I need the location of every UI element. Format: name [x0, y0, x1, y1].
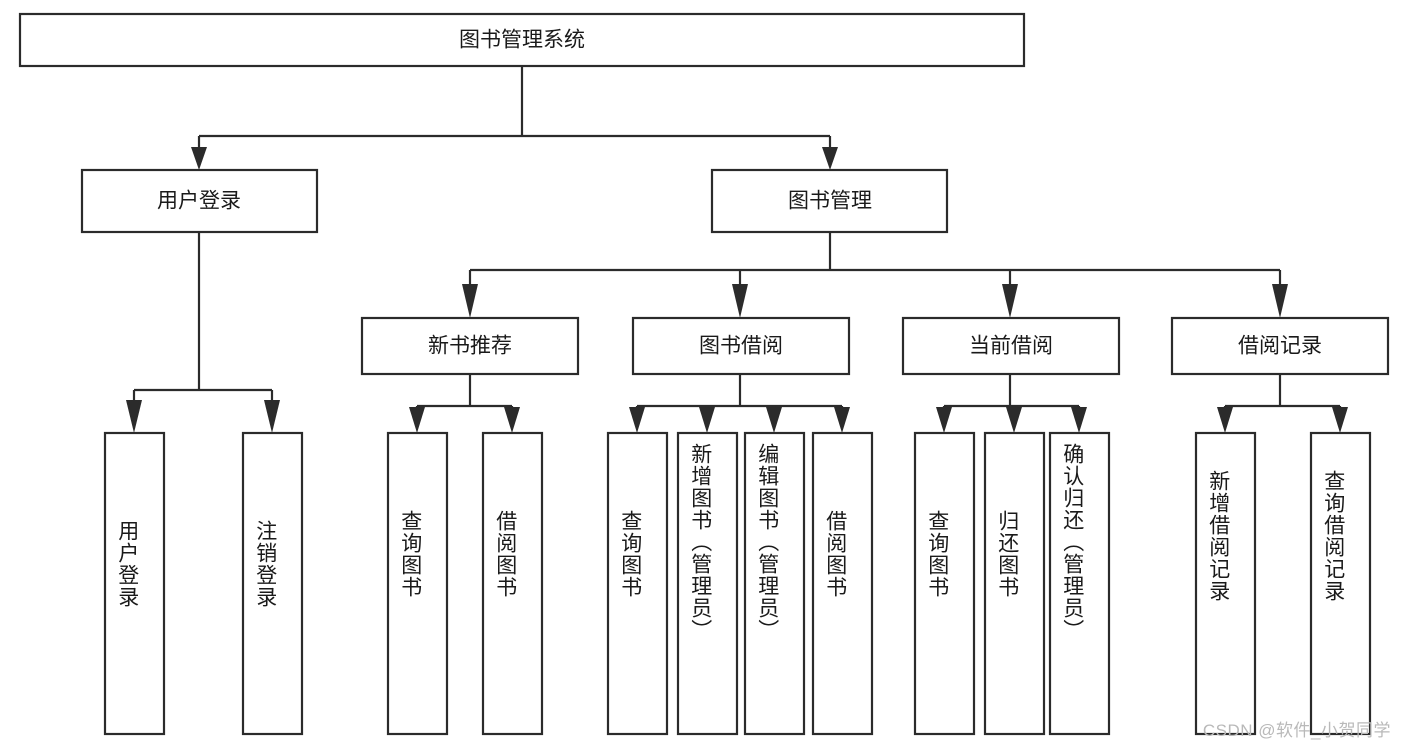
- leaf-rect-new-book-1[interactable]: [386, 431, 449, 736]
- node-book-management-rect[interactable]: [710, 168, 949, 234]
- leaf-rect-current-borrow-2[interactable]: [983, 431, 1046, 736]
- arrow-head-ul-leaf-1: [126, 400, 142, 433]
- arrow-head-br-leaf-2: [1332, 407, 1348, 433]
- arrow-head-bb-leaf-1: [629, 407, 645, 433]
- node-user-login-label: 用户登录: [157, 190, 241, 213]
- node-user-login[interactable]: 用户登录: [80, 168, 319, 234]
- node-new-book-recommend-rect[interactable]: [360, 316, 580, 376]
- leaf-rect-user-login-1[interactable]: [103, 431, 166, 736]
- leaf-rect-book-borrow-4[interactable]: [811, 431, 874, 736]
- node-borrow-record-label: 借阅记录: [1238, 335, 1322, 358]
- connector-group-book-mgmt: [462, 232, 1288, 318]
- leaf-rect-book-borrow-1[interactable]: [606, 431, 669, 736]
- leaf-rect-borrow-record-1[interactable]: [1194, 431, 1257, 736]
- node-book-borrow-label: 图书借阅: [699, 335, 783, 358]
- node-current-borrow[interactable]: 当前借阅: [901, 316, 1121, 376]
- watermark-text: CSDN @软件_小贺同学: [1202, 721, 1391, 740]
- connector-group-borrow-record: [1217, 374, 1348, 433]
- arrow-head-book-borrow: [732, 284, 748, 318]
- node-book-management-label: 图书管理: [788, 190, 872, 213]
- connector-group-user-login: [126, 232, 280, 433]
- leaf-rect-user-login-2[interactable]: [241, 431, 304, 736]
- arrow-head-borrow-record: [1272, 284, 1288, 318]
- leaf-rect-borrow-record-2[interactable]: [1309, 431, 1372, 736]
- arrow-head-bb-leaf-3: [766, 407, 782, 433]
- node-new-book-recommend-label: 新书推荐: [428, 335, 512, 358]
- node-book-borrow-rect[interactable]: [631, 316, 851, 376]
- node-root-rect[interactable]: [18, 12, 1026, 68]
- leaf-rect-book-borrow-2[interactable]: [676, 431, 739, 736]
- connector-group-current-borrow: [936, 374, 1087, 433]
- arrow-head-cb-leaf-2: [1006, 407, 1022, 433]
- arrow-head-ul-leaf-2: [264, 400, 280, 433]
- node-current-borrow-label: 当前借阅: [969, 335, 1053, 358]
- arrow-head-current-borrow: [1002, 284, 1018, 318]
- leaf-rect-current-borrow-3[interactable]: [1048, 431, 1111, 736]
- arrow-head-new-book: [462, 284, 478, 318]
- node-borrow-record[interactable]: 借阅记录: [1170, 316, 1390, 376]
- node-root[interactable]: 图书管理系统: [18, 12, 1026, 68]
- leaf-rect-new-book-2[interactable]: [481, 431, 544, 736]
- arrow-head-bb-leaf-2: [699, 407, 715, 433]
- arrow-head-nb-leaf-1: [409, 407, 425, 433]
- node-root-label: 图书管理系统: [459, 29, 585, 52]
- connector-group-new-book: [409, 374, 520, 433]
- leaf-rect-current-borrow-1[interactable]: [913, 431, 976, 736]
- node-book-management[interactable]: 图书管理: [710, 168, 949, 234]
- arrow-head-cb-leaf-1: [936, 407, 952, 433]
- connector-group-book-borrow: [629, 374, 850, 433]
- arrow-head-cb-leaf-3: [1071, 407, 1087, 433]
- arrow-head-user-login: [191, 147, 207, 170]
- node-new-book-recommend[interactable]: 新书推荐: [360, 316, 580, 376]
- node-current-borrow-rect[interactable]: [901, 316, 1121, 376]
- leaf-rect-book-borrow-3[interactable]: [743, 431, 806, 736]
- arrow-head-nb-leaf-2: [504, 407, 520, 433]
- arrow-head-bb-leaf-4: [834, 407, 850, 433]
- connector-group-root: [191, 66, 838, 170]
- node-book-borrow[interactable]: 图书借阅: [631, 316, 851, 376]
- arrow-head-book-mgmt: [822, 147, 838, 170]
- node-borrow-record-rect[interactable]: [1170, 316, 1390, 376]
- arrow-head-br-leaf-1: [1217, 407, 1233, 433]
- node-user-login-rect[interactable]: [80, 168, 319, 234]
